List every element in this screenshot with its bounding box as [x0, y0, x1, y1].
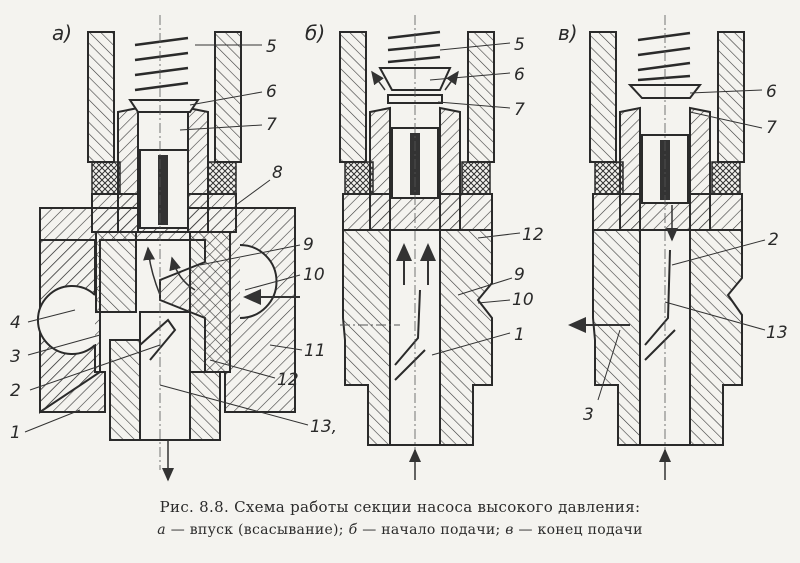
callout-6: 6 — [514, 65, 525, 85]
barrel-right — [189, 231, 231, 373]
legend-letter-a: а — [157, 522, 166, 538]
legend-text-v: — конец подачи — [513, 522, 643, 538]
callout-2: 2 — [10, 381, 21, 401]
legend-text-b: — начало подачи; — [357, 522, 506, 538]
spring — [134, 36, 189, 92]
callout-3: 3 — [583, 405, 594, 425]
legend-letter-v: в — [505, 522, 514, 538]
callout-5: 5 — [514, 35, 525, 55]
panel-v: в) 6 7 2 13 3 — [558, 15, 788, 480]
callout-7: 7 — [514, 100, 525, 120]
legend-letter-b: б — [348, 522, 358, 538]
callout-1: 1 — [514, 325, 525, 345]
callout-8: 8 — [272, 163, 283, 183]
callout-12: 12 — [522, 225, 544, 245]
callout-2: 2 — [768, 230, 779, 250]
callout-9: 9 — [514, 265, 525, 285]
panel-a: а) 5 6 7 8 9 10 4 3 2 1 11 12 13, — [10, 15, 337, 482]
callout-7: 7 — [266, 115, 277, 135]
port-4 — [37, 285, 96, 355]
callout-13: 13, — [310, 417, 337, 437]
callout-9: 9 — [303, 235, 314, 255]
callout-3: 3 — [10, 347, 21, 367]
barrel-left — [95, 231, 137, 313]
callout-1: 1 — [10, 423, 21, 443]
callout-10: 10 — [512, 290, 534, 310]
figure-caption-legend: а — впуск (всасывание); б — начало подач… — [0, 522, 800, 538]
seal-right — [207, 161, 237, 195]
callout-4: 4 — [10, 313, 21, 333]
callout-13: 13 — [766, 323, 788, 343]
callout-11: 11 — [304, 341, 326, 361]
panel-b: б) 5 6 7 12 9 10 1 — [305, 15, 544, 480]
callout-5: 5 — [266, 37, 277, 57]
seal-left — [91, 161, 121, 195]
panel-label-b: б) — [305, 21, 325, 45]
callout-7: 7 — [766, 118, 777, 138]
panel-label-a: а) — [52, 21, 72, 45]
callout-10: 10 — [303, 265, 325, 285]
panel-label-v: в) — [558, 21, 578, 45]
legend-text-a: — впуск (всасывание); — [165, 522, 349, 538]
fitting-left-wall — [87, 31, 115, 163]
pump-section-diagram: а) 5 6 7 8 9 10 4 3 2 1 11 12 13, — [10, 15, 788, 482]
callout-6: 6 — [266, 82, 277, 102]
callout-6: 6 — [766, 82, 777, 102]
callout-12: 12 — [277, 370, 299, 390]
plunger — [139, 311, 191, 441]
figure-caption-title: Рис. 8.8. Схема работы секции насоса выс… — [159, 498, 641, 516]
